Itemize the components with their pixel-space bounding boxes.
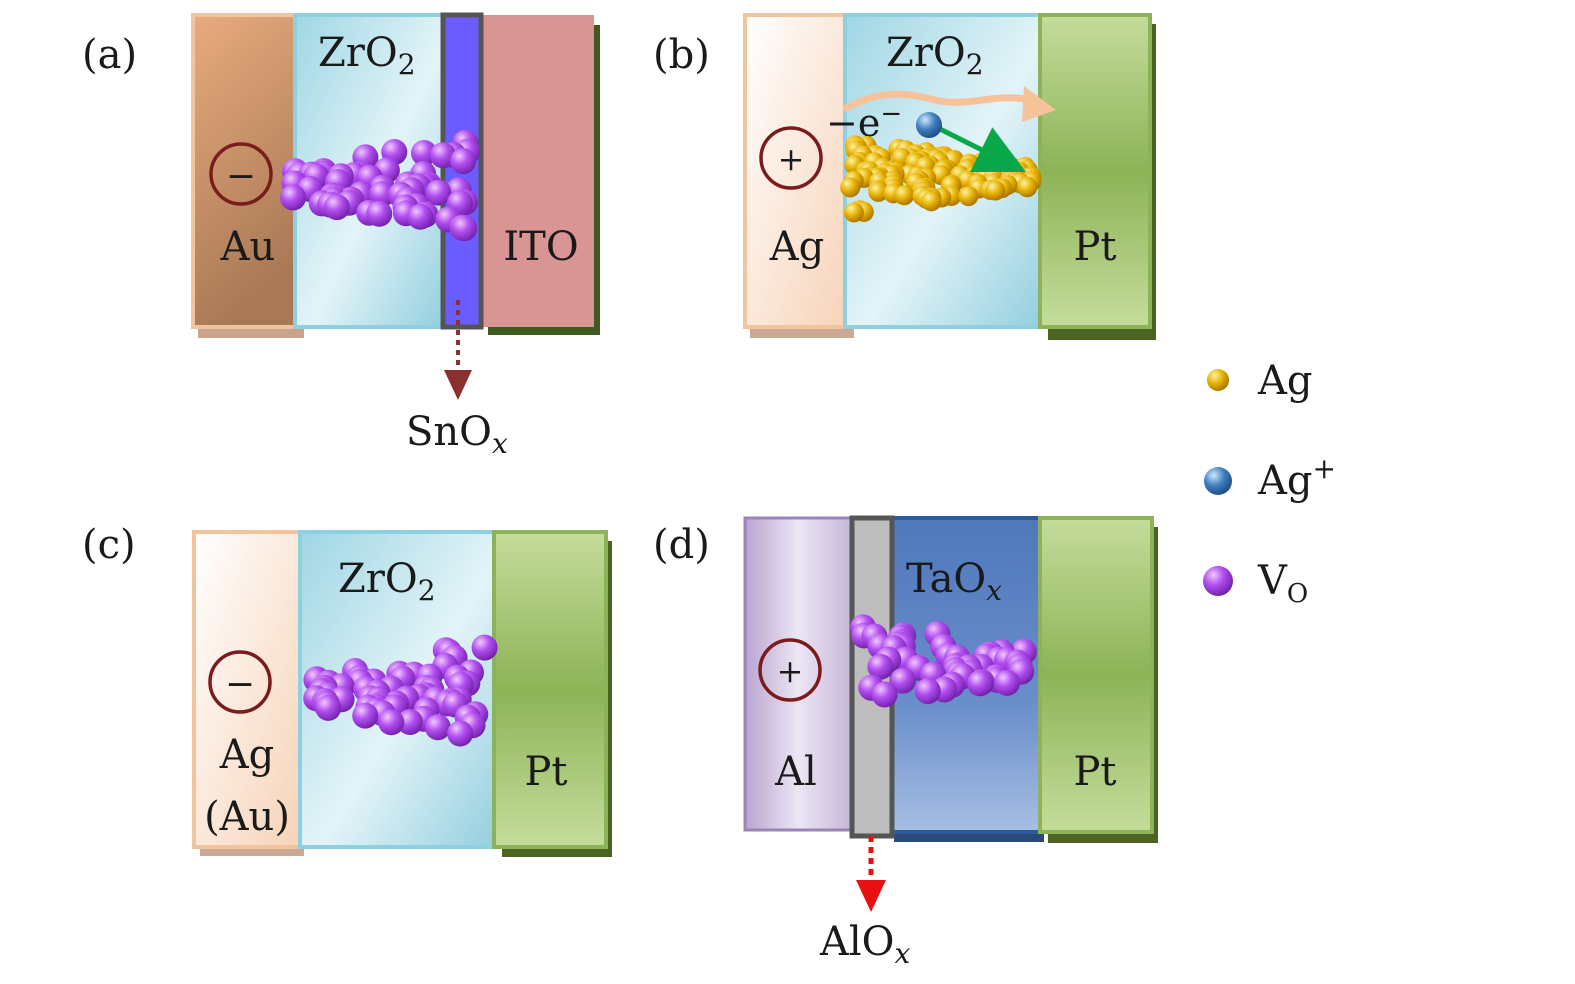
oxide-label: ZrO2: [338, 556, 436, 607]
oxygen-vacancy-particle: [411, 140, 437, 166]
snox-label: SnOx: [406, 409, 508, 460]
legend-ag-label: Ag: [1257, 358, 1313, 404]
ion-migration-arrow: [936, 125, 1026, 172]
polarity-sign: +: [778, 140, 805, 178]
polarity-sign: −: [226, 156, 256, 197]
ag-atom-particle: [958, 186, 979, 207]
ag-filament: [840, 135, 1042, 223]
polarity-circle: [758, 638, 822, 702]
oxygen-vacancy-particle: [914, 678, 941, 705]
panel-b-tag: (b): [653, 32, 710, 78]
au-label: Au: [220, 224, 276, 270]
oxygen-vacancy-particle: [280, 184, 307, 211]
oxygen-vacancy-particle: [352, 702, 379, 729]
oxygen-vacancy-particle: [424, 714, 451, 741]
legend-ag-ion-label: Ag+: [1257, 452, 1336, 504]
oxide-label: TaOx: [906, 556, 1002, 607]
legend-ag-ion-marker: [1204, 467, 1232, 495]
panel-a-tag: (a): [82, 32, 137, 78]
vo-filament: [303, 634, 498, 747]
oxygen-vacancy-particle: [430, 142, 456, 169]
panel-c: (c) − ZrO2 Ag (Au) Pt: [82, 522, 612, 857]
legend-ag-marker: [1207, 369, 1229, 391]
panel-a: (a) − ZrO2 Au ITO SnOx: [82, 12, 600, 460]
panel-d: (d) + TaOx Al Pt AlOx: [653, 515, 1158, 970]
polarity-circle: [209, 142, 273, 206]
oxygen-vacancy-particle: [323, 194, 350, 221]
polarity-sign: +: [777, 652, 804, 690]
legend: Ag Ag+ VO: [1203, 358, 1336, 609]
oxygen-vacancy-particle: [967, 670, 994, 697]
al-electrode: [743, 516, 853, 832]
oxygen-vacancy-particle: [871, 681, 898, 708]
alox-pointer-arrowhead: [856, 880, 886, 912]
pt-electrode: [1038, 13, 1152, 329]
oxygen-vacancy-particle: [447, 720, 474, 747]
polarity-sign: −: [225, 664, 255, 705]
vo-filament: [850, 614, 1037, 708]
oxygen-vacancy-particle: [867, 653, 894, 680]
oxide-label: ZrO2: [318, 30, 416, 81]
pt-electrode: [492, 530, 608, 849]
oxygen-vacancy-particle: [994, 669, 1020, 696]
electron-flow-arrowhead: [1022, 86, 1056, 122]
vo-filament: [280, 129, 480, 242]
ag-label: Ag: [219, 732, 275, 778]
ag-atom-particle: [894, 185, 915, 206]
au-alt-label: (Au): [204, 794, 290, 840]
legend-vo-label: VO: [1257, 558, 1308, 609]
oxygen-vacancy-particle: [425, 179, 452, 206]
ag-atom-particle: [985, 180, 1006, 201]
oxygen-vacancy-particle: [407, 203, 434, 230]
oxygen-vacancy-particle: [450, 148, 476, 175]
ito-label: ITO: [503, 224, 578, 270]
polarity-circle: [759, 126, 823, 190]
al-label: Al: [774, 749, 817, 795]
oxide-label: ZrO2: [886, 30, 984, 81]
oxygen-vacancy-particle: [889, 667, 916, 694]
panel-b: (b) + ZrO2 Ag Pt −e−: [653, 13, 1156, 340]
pt-label: Pt: [1074, 749, 1117, 795]
oxygen-vacancy-particle: [471, 634, 498, 661]
pt-label: Pt: [525, 749, 568, 795]
ag-atom-particle: [921, 191, 942, 212]
ag-atom-particle: [840, 177, 861, 198]
oxygen-vacancy-particle: [451, 215, 478, 242]
oxygen-vacancy-particle: [369, 181, 395, 207]
electron-flow-arrow: [842, 90, 1034, 112]
panel-c-tag: (c): [82, 522, 136, 568]
ag-ion: [916, 112, 942, 138]
oxygen-vacancy-particle: [397, 709, 423, 735]
ito-electrode: [481, 15, 594, 327]
oxygen-vacancy-particle: [378, 709, 405, 736]
pt-electrode: [1038, 516, 1154, 834]
alox-label: AlOx: [819, 919, 910, 970]
legend-vo-marker: [1203, 566, 1233, 596]
ag-atom-particle: [843, 202, 864, 223]
snox-pointer-arrowhead: [444, 370, 472, 400]
ag-label: Ag: [769, 224, 825, 270]
ag-electrode: [743, 13, 849, 329]
oxygen-vacancy-particle: [366, 200, 393, 227]
panel-d-tag: (d): [653, 522, 710, 568]
pt-label: Pt: [1074, 224, 1117, 270]
ag-atom-particle: [868, 181, 889, 202]
polarity-circle: [208, 650, 272, 714]
oxygen-vacancy-particle: [315, 694, 342, 721]
ag-atom-particle: [1017, 177, 1038, 198]
